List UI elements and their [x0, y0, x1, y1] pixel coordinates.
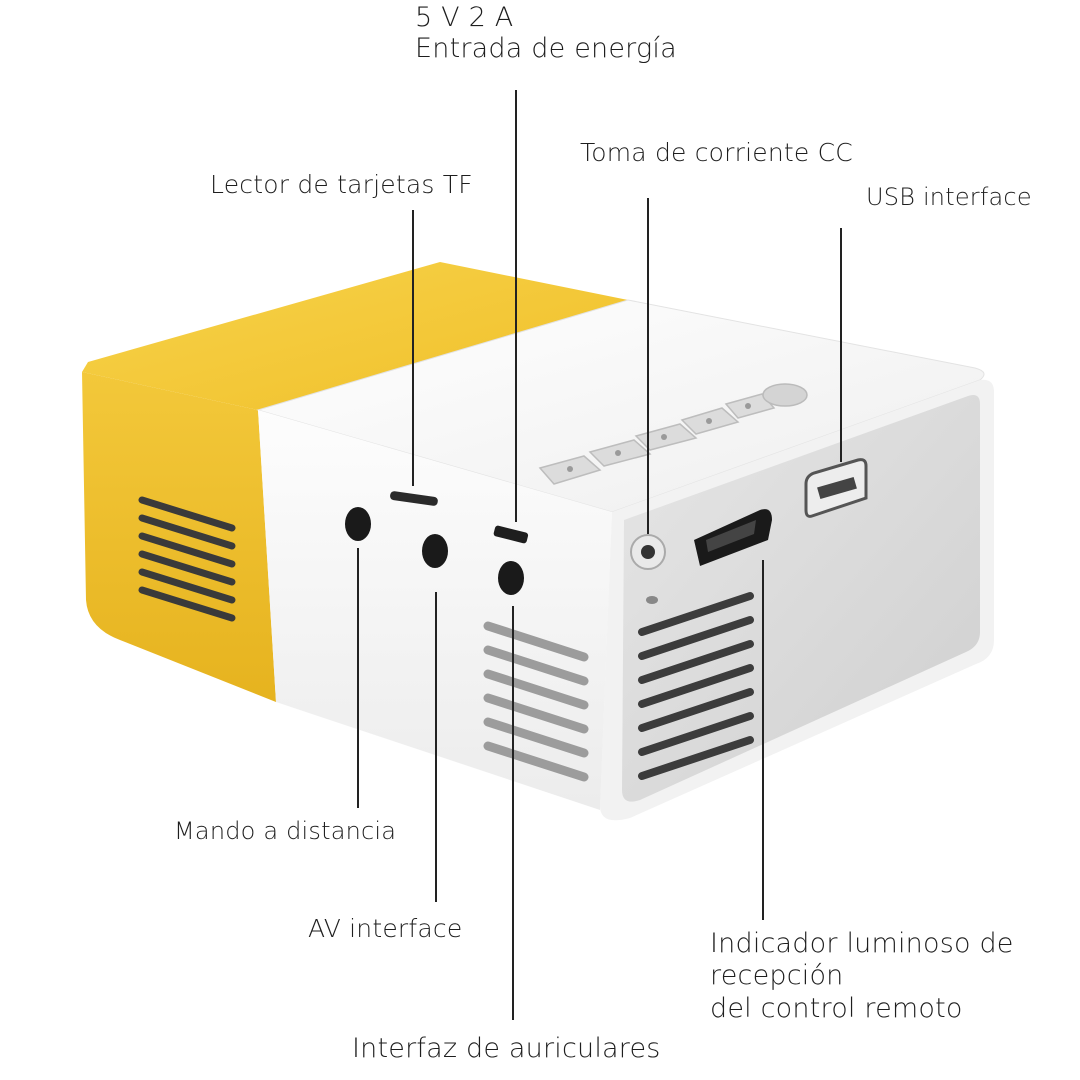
ir-indicator-line1: Indicador luminoso de	[710, 928, 1014, 959]
front-ports	[345, 491, 529, 595]
callout-lines	[357, 90, 842, 1020]
power-input-spec: 5 V 2 A	[415, 2, 514, 33]
front-vents	[483, 621, 589, 782]
ir-indicator-line3: del control remoto	[710, 992, 963, 1024]
top-buttons	[538, 383, 808, 485]
remote-control-label: Mando a distancia	[174, 817, 397, 845]
ir-indicator-line2: recepción	[710, 960, 844, 992]
white-top-surface	[256, 299, 985, 513]
side-ports	[630, 458, 868, 604]
ir-indicator-label: Indicador luminoso de recepción del cont…	[710, 928, 1014, 1025]
usb-interface-label: USB interface	[866, 183, 1032, 211]
dc-power-socket-label: Toma de corriente CC	[580, 138, 853, 167]
power-input-name: Entrada de energía	[415, 33, 677, 65]
headphone-interface-label: Interfaz de auriculares	[352, 1033, 661, 1064]
power-input-label: 5 V 2 A Entrada de energía	[415, 2, 677, 64]
av-interface-label: AV interface	[308, 914, 463, 943]
gray-inner-panel	[622, 395, 980, 802]
yellow-vents	[138, 496, 236, 622]
tf-card-reader-label: Lector de tarjetas TF	[210, 170, 473, 199]
side-vents	[638, 592, 754, 780]
